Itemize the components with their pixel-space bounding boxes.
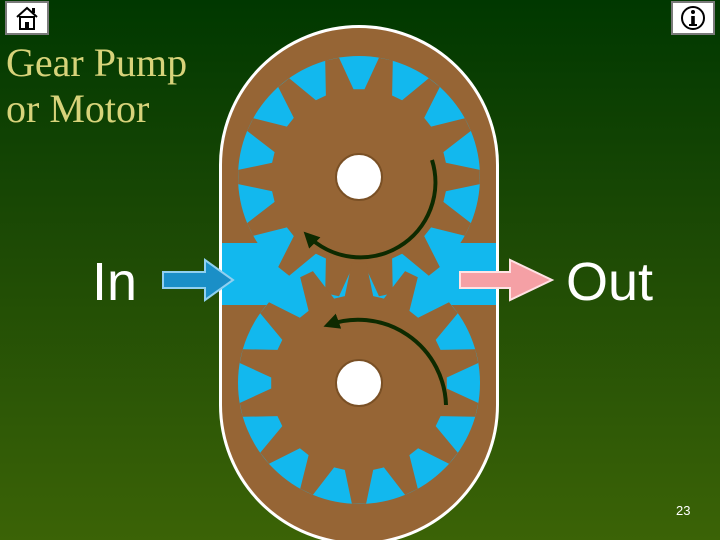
home-icon [16, 6, 38, 30]
home-button[interactable] [5, 1, 49, 35]
inlet-flow-arrow [162, 258, 235, 302]
title-line-1: Gear Pump [6, 40, 188, 85]
page-number: 23 [676, 503, 691, 518]
inlet-label: In [92, 252, 138, 312]
lower-shaft [335, 359, 383, 407]
info-icon [681, 6, 705, 30]
outlet-flow-arrow [459, 258, 555, 302]
slide-title: Gear Pump or Motor [6, 40, 187, 132]
upper-rotation-arrow [303, 159, 438, 260]
outlet-label: Out [566, 252, 654, 312]
upper-shaft [335, 153, 383, 201]
info-button[interactable] [671, 1, 715, 35]
title-line-2: or Motor [6, 86, 150, 131]
lower-rotation-arrow [323, 313, 448, 406]
